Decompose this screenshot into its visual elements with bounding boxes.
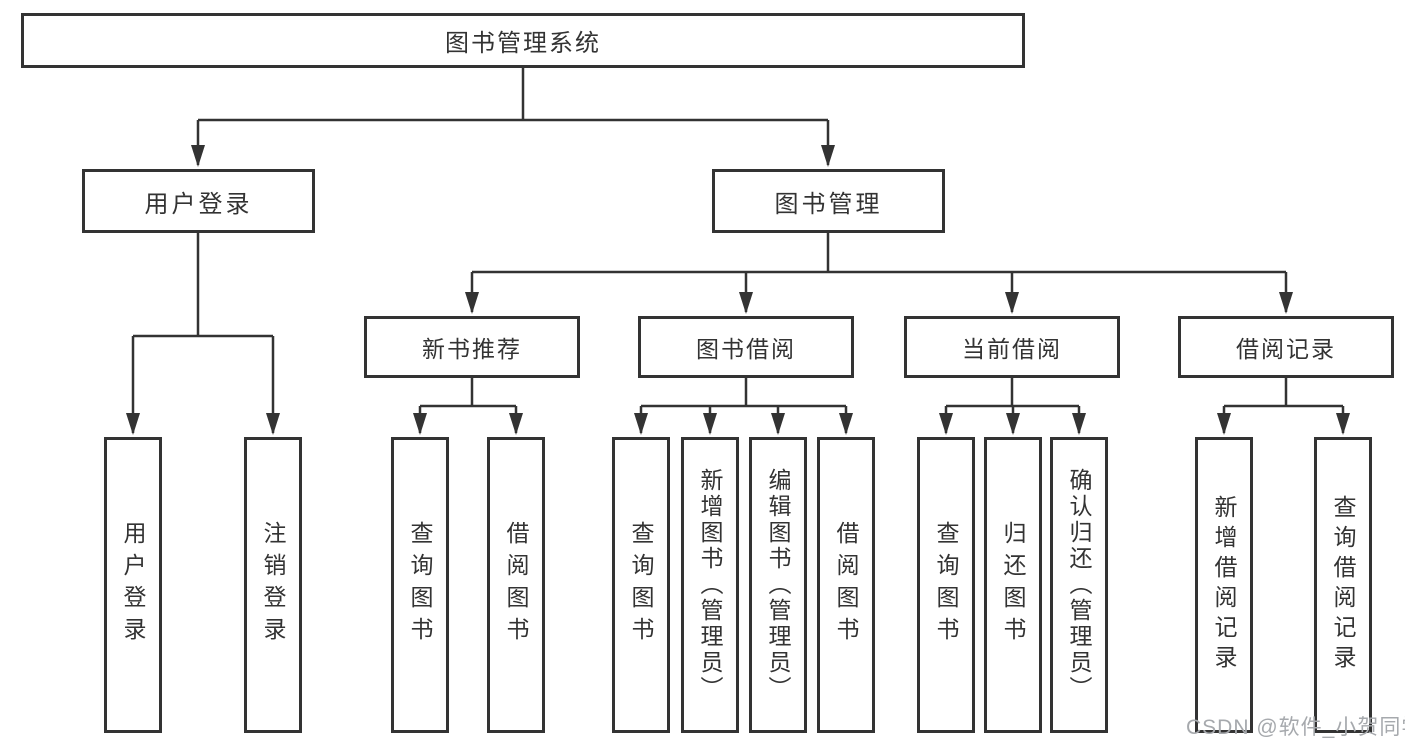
leaf-add-books-admin: 新增图书（管理员） <box>681 437 739 733</box>
node-current-borrowing: 当前借阅 <box>904 316 1120 378</box>
node-label: 新增图书（管理员） <box>697 468 723 702</box>
node-label: 当前借阅 <box>962 336 1062 362</box>
node-label: 归还图书 <box>1000 521 1026 649</box>
node-label: 查询图书 <box>628 521 654 649</box>
node-label: 用户登录 <box>144 190 253 218</box>
node-label: 查询借阅记录 <box>1330 495 1356 675</box>
node-label: 新增借阅记录 <box>1211 495 1237 675</box>
leaf-query-books: 查询图书 <box>612 437 670 733</box>
node-label: 用户登录 <box>120 521 146 649</box>
node-library-management-system: 图书管理系统 <box>21 13 1025 68</box>
node-label: 借阅图书 <box>833 521 859 649</box>
leaf-user-login: 用户登录 <box>104 437 162 733</box>
node-label: 确认归还（管理员） <box>1066 468 1092 702</box>
leaf-edit-books-admin: 编辑图书（管理员） <box>749 437 807 733</box>
leaf-logout: 注销登录 <box>244 437 302 733</box>
leaf-borrow-books: 借阅图书 <box>817 437 875 733</box>
leaf-query-books: 查询图书 <box>917 437 975 733</box>
leaf-borrow-books: 借阅图书 <box>487 437 545 733</box>
node-new-book-recommend: 新书推荐 <box>364 316 580 378</box>
node-label: 查询图书 <box>407 521 433 649</box>
leaf-query-books: 查询图书 <box>391 437 449 733</box>
node-user-login: 用户登录 <box>82 169 315 233</box>
leaf-query-borrow-record: 查询借阅记录 <box>1314 437 1372 733</box>
node-label: 借阅图书 <box>503 521 529 649</box>
node-label: 图书管理系统 <box>445 30 601 57</box>
node-label: 图书管理 <box>774 190 883 218</box>
node-label: 查询图书 <box>933 521 959 649</box>
node-label: 编辑图书（管理员） <box>765 468 791 702</box>
node-book-borrowing: 图书借阅 <box>638 316 854 378</box>
leaf-return-books: 归还图书 <box>984 437 1042 733</box>
leaf-confirm-return-admin: 确认归还（管理员） <box>1050 437 1108 733</box>
arrowheads <box>126 145 1350 435</box>
node-label: 新书推荐 <box>422 336 522 362</box>
node-label: 注销登录 <box>260 521 286 649</box>
node-label: 借阅记录 <box>1236 336 1336 362</box>
node-book-management: 图书管理 <box>712 169 945 233</box>
csdn-watermark: CSDN @软件_小贺同学 <box>1186 716 1405 739</box>
node-label: 图书借阅 <box>696 336 796 362</box>
node-borrowing-records: 借阅记录 <box>1178 316 1394 378</box>
leaf-add-borrow-record: 新增借阅记录 <box>1195 437 1253 733</box>
